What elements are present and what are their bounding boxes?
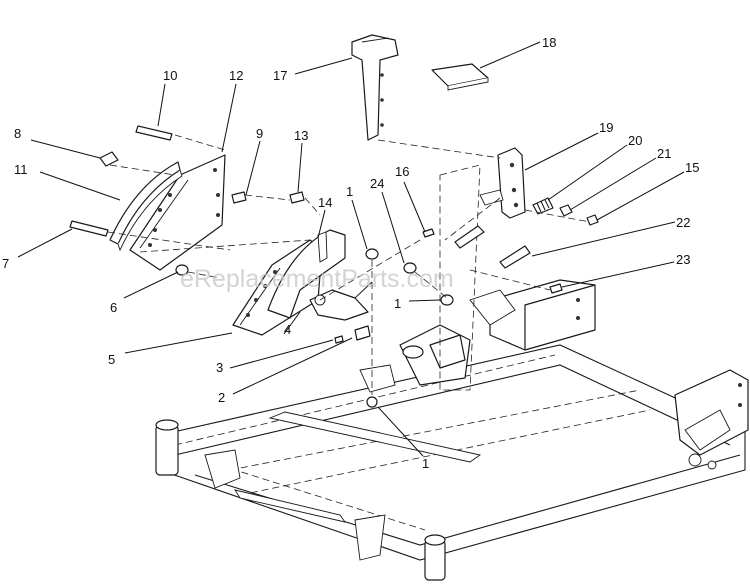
callout-18: 18 — [542, 35, 556, 50]
callout-9: 9 — [256, 126, 263, 141]
clip-2 — [354, 325, 371, 341]
callout-23: 23 — [676, 252, 690, 267]
callout-17: 17 — [273, 68, 287, 83]
clip-8 — [99, 151, 119, 167]
link-bar — [454, 225, 531, 269]
washer-1c — [366, 396, 378, 408]
washer-1 — [365, 248, 379, 260]
frame-bottom-post — [424, 534, 446, 581]
frame-left-post — [155, 419, 179, 476]
callout-21: 21 — [657, 146, 671, 161]
callout-1a: 1 — [346, 184, 353, 199]
callout-10: 10 — [163, 68, 177, 83]
washer-24 — [403, 262, 417, 274]
main-frame — [155, 324, 749, 581]
callout-3: 3 — [216, 360, 223, 375]
pedal-arm — [351, 34, 399, 141]
watermark-text: eReplacementParts.com — [180, 265, 454, 293]
washer-1b — [440, 294, 454, 306]
nut-6 — [175, 264, 189, 276]
callout-15: 15 — [685, 160, 699, 175]
lever-arm — [479, 147, 526, 219]
frame-right-mount — [674, 369, 749, 470]
bracket-plate — [267, 229, 346, 319]
pivot-plate-outline — [439, 164, 481, 391]
callout-4: 4 — [284, 322, 291, 337]
callout-13: 13 — [294, 128, 308, 143]
callout-19: 19 — [599, 120, 613, 135]
pin — [549, 283, 563, 294]
pin-13 — [289, 191, 305, 204]
callout-12: 12 — [229, 68, 243, 83]
nut — [559, 204, 573, 217]
callout-14: 14 — [318, 195, 332, 210]
spring — [532, 197, 554, 215]
curved-guide — [109, 161, 183, 252]
screw-3 — [334, 335, 344, 344]
callout-24: 24 — [370, 176, 384, 191]
callout-16: 16 — [395, 164, 409, 179]
frame-pivot-bracket — [399, 324, 471, 386]
callout-22: 22 — [676, 215, 690, 230]
bolt-10 — [135, 125, 173, 141]
right-bracket-plate — [469, 279, 596, 351]
bolt-7 — [69, 220, 109, 237]
callout-5: 5 — [108, 352, 115, 367]
callout-2: 2 — [218, 390, 225, 405]
pedal-pad — [431, 63, 489, 91]
pin-9 — [231, 191, 247, 204]
callout-6: 6 — [110, 300, 117, 315]
bolt — [586, 214, 599, 226]
callout-8: 8 — [14, 126, 21, 141]
callout-7: 7 — [2, 256, 9, 271]
callout-labels: 10 12 8 11 9 13 7 6 5 3 2 4 14 1 24 16 1… — [2, 35, 699, 471]
callout-20: 20 — [628, 133, 642, 148]
callout-1c: 1 — [422, 456, 429, 471]
sector-plate — [129, 154, 226, 271]
callout-1b: 1 — [394, 296, 401, 311]
leader-lines — [17, 41, 685, 457]
callout-11: 11 — [14, 162, 28, 177]
cotter-pin — [422, 228, 435, 238]
